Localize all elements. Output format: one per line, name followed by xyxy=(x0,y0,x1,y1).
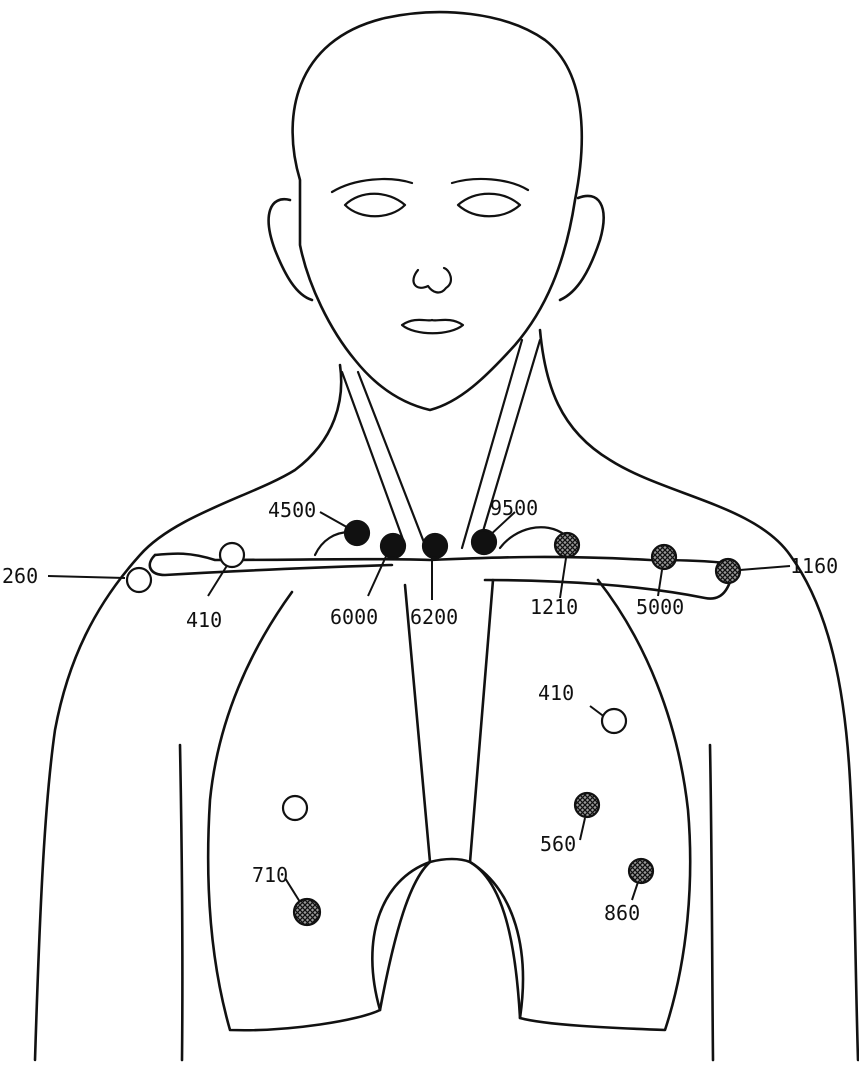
right-eye xyxy=(458,194,520,217)
left-eye xyxy=(345,194,405,217)
marker-410a xyxy=(220,543,244,567)
label-260: 260 xyxy=(2,564,38,588)
marker-260 xyxy=(127,568,151,592)
right-eyebrow xyxy=(452,179,528,190)
clavicle-lower-right xyxy=(485,565,735,599)
neck-vessel-left-a xyxy=(342,372,405,545)
label-9500: 9500 xyxy=(490,496,538,520)
lungs xyxy=(208,580,690,1030)
label-560: 560 xyxy=(540,832,576,856)
leader-1210 xyxy=(560,558,566,598)
marker-710 xyxy=(294,899,320,925)
leader-1160 xyxy=(740,566,790,570)
label-710: 710 xyxy=(252,863,288,887)
marker-860 xyxy=(629,859,653,883)
leader-560 xyxy=(580,818,585,840)
mouth xyxy=(402,320,463,333)
left-ear xyxy=(269,199,312,300)
leader-860 xyxy=(632,882,638,900)
diaphragm xyxy=(380,859,520,1018)
marker-5000 xyxy=(652,545,676,569)
marker-6000 xyxy=(381,534,405,558)
label-5000: 5000 xyxy=(636,595,684,619)
neck-right xyxy=(540,330,858,1060)
marker-9500 xyxy=(472,530,496,554)
marker-unlabeled xyxy=(283,796,307,820)
label-6200: 6200 xyxy=(410,605,458,629)
label-6000: 6000 xyxy=(330,605,378,629)
label-860: 860 xyxy=(604,901,640,925)
marker-560 xyxy=(575,793,599,817)
left-arm-inner xyxy=(180,745,182,1060)
markers xyxy=(127,521,740,925)
right-ear xyxy=(560,196,604,300)
marker-1210 xyxy=(555,533,579,557)
neck-left xyxy=(35,365,341,1060)
left-eyebrow xyxy=(332,179,412,192)
leader-260 xyxy=(48,576,125,578)
marker-1160 xyxy=(716,559,740,583)
mediastinum-right xyxy=(470,580,493,862)
marker-410b xyxy=(602,709,626,733)
label-1210: 1210 xyxy=(530,595,578,619)
nose xyxy=(413,268,450,292)
body-outline xyxy=(35,12,858,1060)
marker-4500 xyxy=(345,521,369,545)
marker-6200 xyxy=(423,534,447,558)
leader-5000 xyxy=(658,570,662,596)
label-4500: 4500 xyxy=(268,498,316,522)
right-arm-inner xyxy=(710,745,713,1060)
neck-vessel-left-b xyxy=(358,372,425,545)
label-1160: 1160 xyxy=(790,554,838,578)
label-410b: 410 xyxy=(538,681,574,705)
left-lung xyxy=(208,592,430,1030)
label-410a: 410 xyxy=(186,608,222,632)
leader-lines xyxy=(48,512,790,902)
leader-410a xyxy=(208,564,228,596)
head-outline xyxy=(293,12,582,410)
